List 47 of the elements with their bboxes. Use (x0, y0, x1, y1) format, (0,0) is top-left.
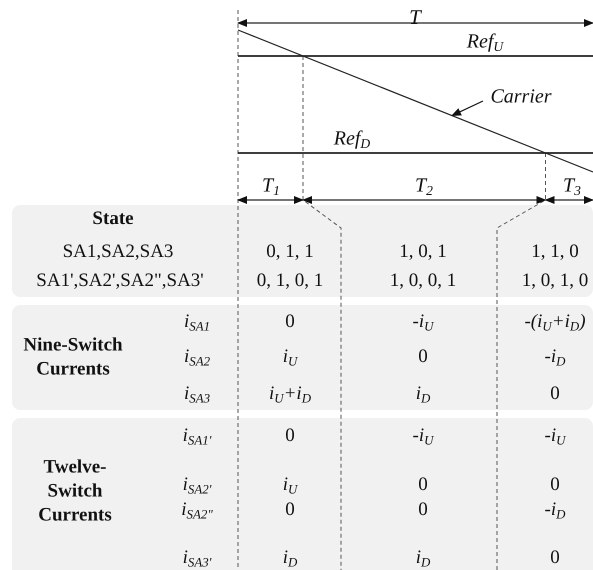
current-label: i$_{SA2}$ (184, 347, 210, 367)
current-value: 0 (418, 347, 428, 367)
signal-label: Ref$_{D}$ (334, 128, 370, 150)
leader-line (451, 100, 484, 116)
current-value: i$_{U}$+i$_{D}$ (268, 384, 312, 404)
carrier-line (238, 29, 593, 173)
current-value: -i$_{U}$ (412, 312, 434, 332)
current-value: 0 (550, 548, 560, 568)
current-value: i$_{D}$ (416, 384, 430, 404)
current-value: 0 (550, 384, 560, 404)
current-value: 0 (285, 426, 295, 446)
current-value: 0 (418, 500, 428, 520)
current-label: i$_{SA3}$ (184, 384, 210, 404)
state-value: 1, 0, 0, 1 (390, 271, 456, 291)
current-value: -i$_{D}$ (544, 500, 566, 520)
current-value: 0 (285, 312, 295, 332)
current-value: i$_{U}$ (282, 347, 298, 367)
current-label: i$_{SA1}$ (184, 312, 210, 332)
current-label: i$_{SA1'}$ (182, 426, 212, 446)
state-value: 1, 0, 1 (399, 242, 447, 262)
section-heading: Nine-Switch Currents (22, 333, 124, 381)
interval-label: T$_{1}$ (262, 176, 280, 196)
current-label: i$_{SA2'}$ (182, 475, 212, 495)
current-label: i$_{SA3'}$ (182, 548, 212, 568)
state-value: 0, 1, 0, 1 (256, 271, 324, 291)
current-value: -i$_{U}$ (412, 426, 434, 446)
current-value: -(i$_{U}$+i$_{D}$) (524, 312, 586, 332)
state-value: 1, 0, 1, 0 (522, 271, 588, 291)
row-label: SA1',SA2',SA2",SA3' (36, 271, 204, 291)
state-value: 1, 1, 0 (531, 242, 579, 262)
current-value: 0 (285, 500, 295, 520)
signal-label: Ref$_{U}$ (466, 32, 504, 52)
current-label: i$_{SA2"}$ (181, 500, 213, 520)
current-value: i$_{D}$ (282, 548, 298, 568)
current-value: 0 (418, 475, 428, 495)
current-value: 0 (550, 475, 560, 495)
section-heading: State (92, 209, 134, 229)
current-value: -i$_{U}$ (544, 426, 566, 446)
section-heading: Twelve-Switch Currents (37, 455, 113, 527)
current-value: -i$_{D}$ (544, 347, 566, 367)
interval-label: T$_{2}$ (415, 176, 433, 196)
current-value: i$_{D}$ (416, 548, 430, 568)
row-label: SA1,SA2,SA3 (62, 242, 174, 262)
signal-label: Carrier (490, 86, 552, 108)
state-value: 0, 1, 1 (266, 242, 314, 262)
interval-label: T$_{3}$ (563, 176, 581, 196)
current-value: i$_{U}$ (282, 475, 298, 495)
